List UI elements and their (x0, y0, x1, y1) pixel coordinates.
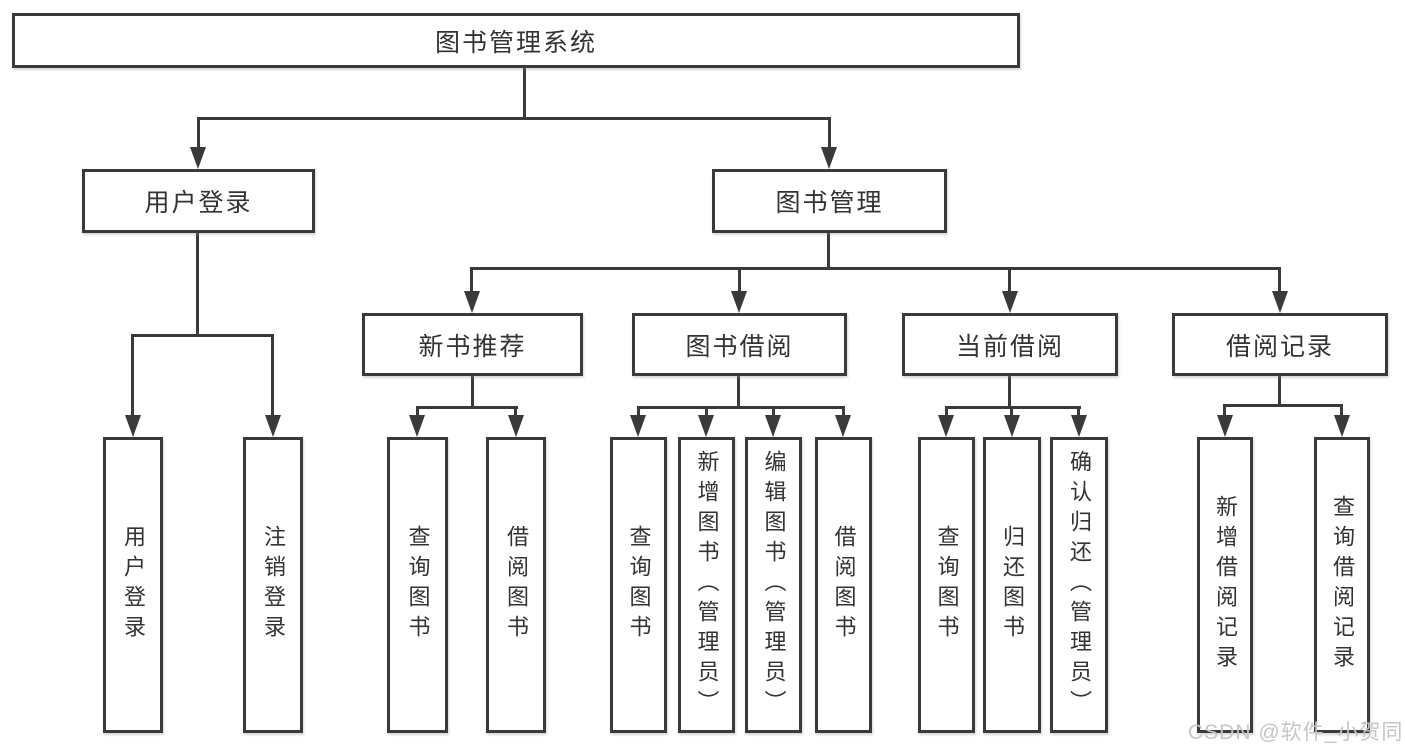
connector-line (470, 267, 473, 294)
node-borrowing-records: 借阅记录 (1172, 313, 1388, 376)
leaf-borrow-books-borrowing: 借阅图书 (815, 437, 872, 733)
connector-line (945, 406, 1081, 409)
leaf-add-borrow-record: 新增借阅记录 (1197, 437, 1253, 733)
connector-line (1223, 404, 1343, 407)
connector-line (1278, 376, 1281, 407)
node-book-management: 图书管理 (712, 169, 947, 233)
leaf-label: 借阅图书 (504, 525, 529, 645)
leaf-label: 查询借阅记录 (1330, 495, 1355, 675)
leaf-borrow-books-recommend: 借阅图书 (486, 437, 546, 733)
leaf-return-books: 归还图书 (983, 437, 1041, 733)
arrow-down-icon (1002, 291, 1018, 313)
arrow-down-icon (190, 147, 206, 169)
arrow-down-icon (265, 415, 281, 437)
arrow-down-icon (821, 147, 837, 169)
leaf-label: 确认归还（管理员） (1067, 450, 1092, 720)
leaf-add-book-admin: 新增图书（管理员） (678, 437, 735, 733)
connector-line (772, 406, 775, 418)
connector-line (828, 117, 831, 150)
connector-line (416, 406, 518, 409)
leaf-label: 借阅图书 (831, 525, 857, 645)
leaf-label: 注销登录 (261, 525, 286, 645)
leaf-search-books-current: 查询图书 (918, 437, 975, 733)
connector-line (842, 406, 845, 418)
connector-line (1223, 404, 1226, 418)
connector-line (827, 233, 830, 270)
arrow-down-icon (1071, 415, 1087, 437)
leaf-label: 查询图书 (934, 525, 960, 645)
arrow-down-icon (731, 291, 747, 313)
connector-line (705, 406, 708, 418)
arrow-down-icon (630, 415, 646, 437)
connector-line (637, 406, 845, 409)
leaf-edit-book-admin: 编辑图书（管理员） (745, 437, 802, 733)
connector-line (271, 334, 274, 418)
connector-line (196, 233, 199, 337)
leaf-search-borrow-record: 查询借阅记录 (1314, 437, 1370, 733)
connector-line (1008, 376, 1011, 409)
arrow-down-icon (698, 415, 714, 437)
connector-line (523, 68, 526, 120)
node-library-management-system: 图书管理系统 (12, 13, 1020, 68)
arrow-down-icon (1217, 415, 1233, 437)
connector-line (1077, 406, 1080, 418)
node-new-book-recommendation: 新书推荐 (362, 313, 583, 376)
arrow-down-icon (1272, 291, 1288, 313)
leaf-label: 编辑图书（管理员） (761, 450, 787, 720)
leaf-label: 归还图书 (1000, 525, 1025, 645)
arrow-down-icon (1004, 415, 1020, 437)
leaf-confirm-return-admin: 确认归还（管理员） (1050, 437, 1108, 733)
connector-line (945, 406, 948, 418)
connector-line (1340, 404, 1343, 418)
leaf-label: 查询图书 (405, 525, 431, 645)
connector-line (737, 376, 740, 409)
node-user-login: 用户登录 (82, 169, 315, 233)
node-current-borrowing: 当前借阅 (902, 313, 1118, 376)
connector-line (197, 117, 200, 150)
leaf-logout: 注销登录 (243, 437, 303, 733)
connector-line (471, 376, 474, 409)
node-book-borrowing: 图书借阅 (632, 313, 847, 376)
arrow-down-icon (464, 291, 480, 313)
arrow-down-icon (835, 415, 851, 437)
leaf-label: 新增图书（管理员） (694, 450, 720, 720)
leaf-label: 用户登录 (121, 525, 146, 645)
connector-line (471, 267, 1281, 270)
arrow-down-icon (765, 415, 781, 437)
leaf-label: 查询图书 (626, 525, 652, 645)
leaf-label: 新增借阅记录 (1213, 495, 1238, 675)
leaf-search-books-recommend: 查询图书 (387, 437, 448, 733)
arrow-down-icon (938, 415, 954, 437)
connector-line (131, 334, 274, 337)
connector-line (1278, 267, 1281, 294)
connector-line (131, 334, 134, 418)
arrow-down-icon (125, 415, 141, 437)
leaf-search-books-borrowing: 查询图书 (610, 437, 667, 733)
connector-line (637, 406, 640, 418)
leaf-user-login: 用户登录 (103, 437, 163, 733)
arrow-down-icon (508, 415, 524, 437)
connector-line (514, 406, 517, 418)
connector-line (1010, 406, 1013, 418)
csdn-watermark: CSDN @软件_小贺同学 (1188, 721, 1404, 744)
arrow-down-icon (409, 415, 425, 437)
connector-line (416, 406, 419, 418)
arrow-down-icon (1334, 415, 1350, 437)
connector-line (738, 267, 741, 294)
connector-line (1008, 267, 1011, 294)
connector-line (197, 117, 831, 120)
